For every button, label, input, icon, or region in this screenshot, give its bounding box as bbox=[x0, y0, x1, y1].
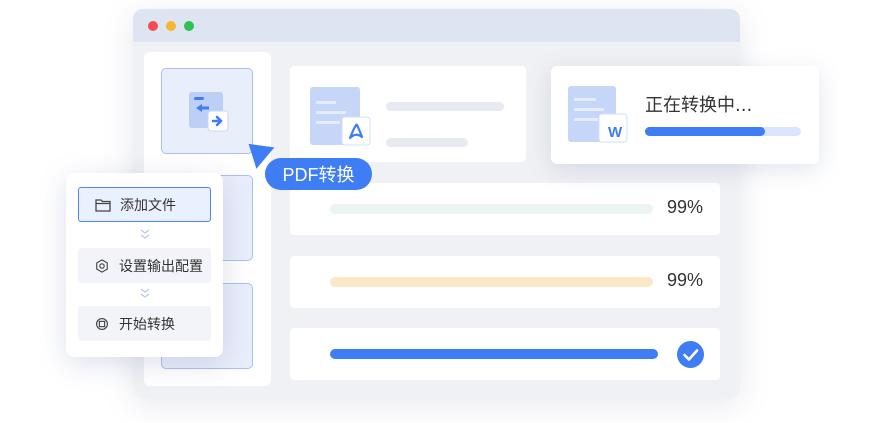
placeholder-line bbox=[386, 138, 468, 147]
pdf-document-icon bbox=[310, 87, 371, 146]
converting-card: W 正在转换中... bbox=[551, 66, 819, 164]
maximize-window-button[interactable] bbox=[184, 21, 194, 31]
progress-percent: 99% bbox=[667, 197, 704, 217]
convert-file-icon bbox=[189, 92, 229, 132]
progress-bar-fill bbox=[330, 277, 653, 287]
placeholder-line bbox=[386, 102, 504, 111]
settings-icon bbox=[96, 258, 108, 273]
steps-panel: 添加文件 设置输出配置 开始转换 bbox=[66, 173, 223, 357]
progress-percent: 99% bbox=[667, 270, 704, 290]
step-start-convert[interactable]: 开始转换 bbox=[78, 306, 211, 341]
step-output-settings[interactable]: 设置输出配置 bbox=[78, 248, 211, 283]
title-bar bbox=[133, 9, 740, 42]
converting-progress-bar bbox=[645, 127, 801, 136]
word-document-icon bbox=[568, 86, 628, 143]
file-row: 99% bbox=[290, 183, 720, 235]
minimize-window-button[interactable] bbox=[166, 21, 176, 31]
step-label: 设置输出配置 bbox=[119, 258, 203, 275]
close-window-button[interactable] bbox=[148, 21, 158, 31]
progress-bar bbox=[330, 277, 656, 287]
file-row: 99% bbox=[290, 256, 720, 308]
pdf-convert-tooltip: PDF转换 bbox=[265, 158, 372, 190]
check-circle-icon bbox=[677, 341, 704, 368]
step-label: 添加文件 bbox=[120, 197, 176, 214]
sidebar-item-pdf-convert[interactable] bbox=[161, 68, 253, 154]
chevron-down-icon bbox=[138, 228, 152, 242]
converting-status: 正在转换中... bbox=[645, 95, 753, 116]
converting-progress-fill bbox=[645, 127, 766, 136]
file-row bbox=[290, 328, 720, 380]
progress-bar-fill bbox=[330, 204, 653, 214]
folder-icon bbox=[95, 198, 111, 212]
step-add-file[interactable]: 添加文件 bbox=[78, 187, 211, 222]
progress-bar-fill bbox=[330, 349, 658, 359]
convert-icon bbox=[96, 317, 108, 330]
word-letter: W bbox=[608, 124, 623, 141]
chevron-down-icon bbox=[138, 287, 152, 301]
pdf-file-card bbox=[290, 66, 526, 162]
step-label: 开始转换 bbox=[119, 316, 175, 333]
progress-bar bbox=[330, 204, 656, 214]
progress-bar bbox=[330, 349, 658, 359]
